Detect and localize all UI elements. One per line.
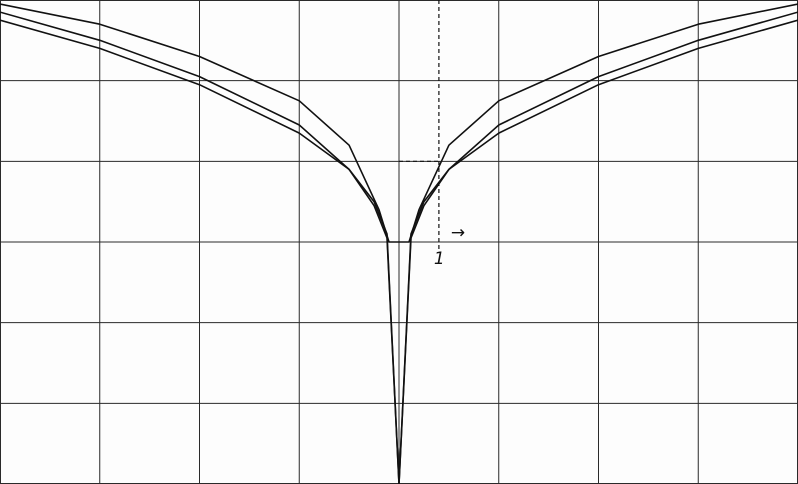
series-line-1 bbox=[0, 19, 798, 484]
x-axis-arrow-label: → bbox=[451, 223, 465, 243]
curves bbox=[0, 3, 798, 484]
series-line-2 bbox=[0, 11, 798, 484]
series-line-3 bbox=[0, 3, 798, 243]
labels: 1 → bbox=[434, 223, 465, 269]
x-tick-label-1: 1 bbox=[434, 249, 445, 269]
guides bbox=[399, 0, 440, 252]
